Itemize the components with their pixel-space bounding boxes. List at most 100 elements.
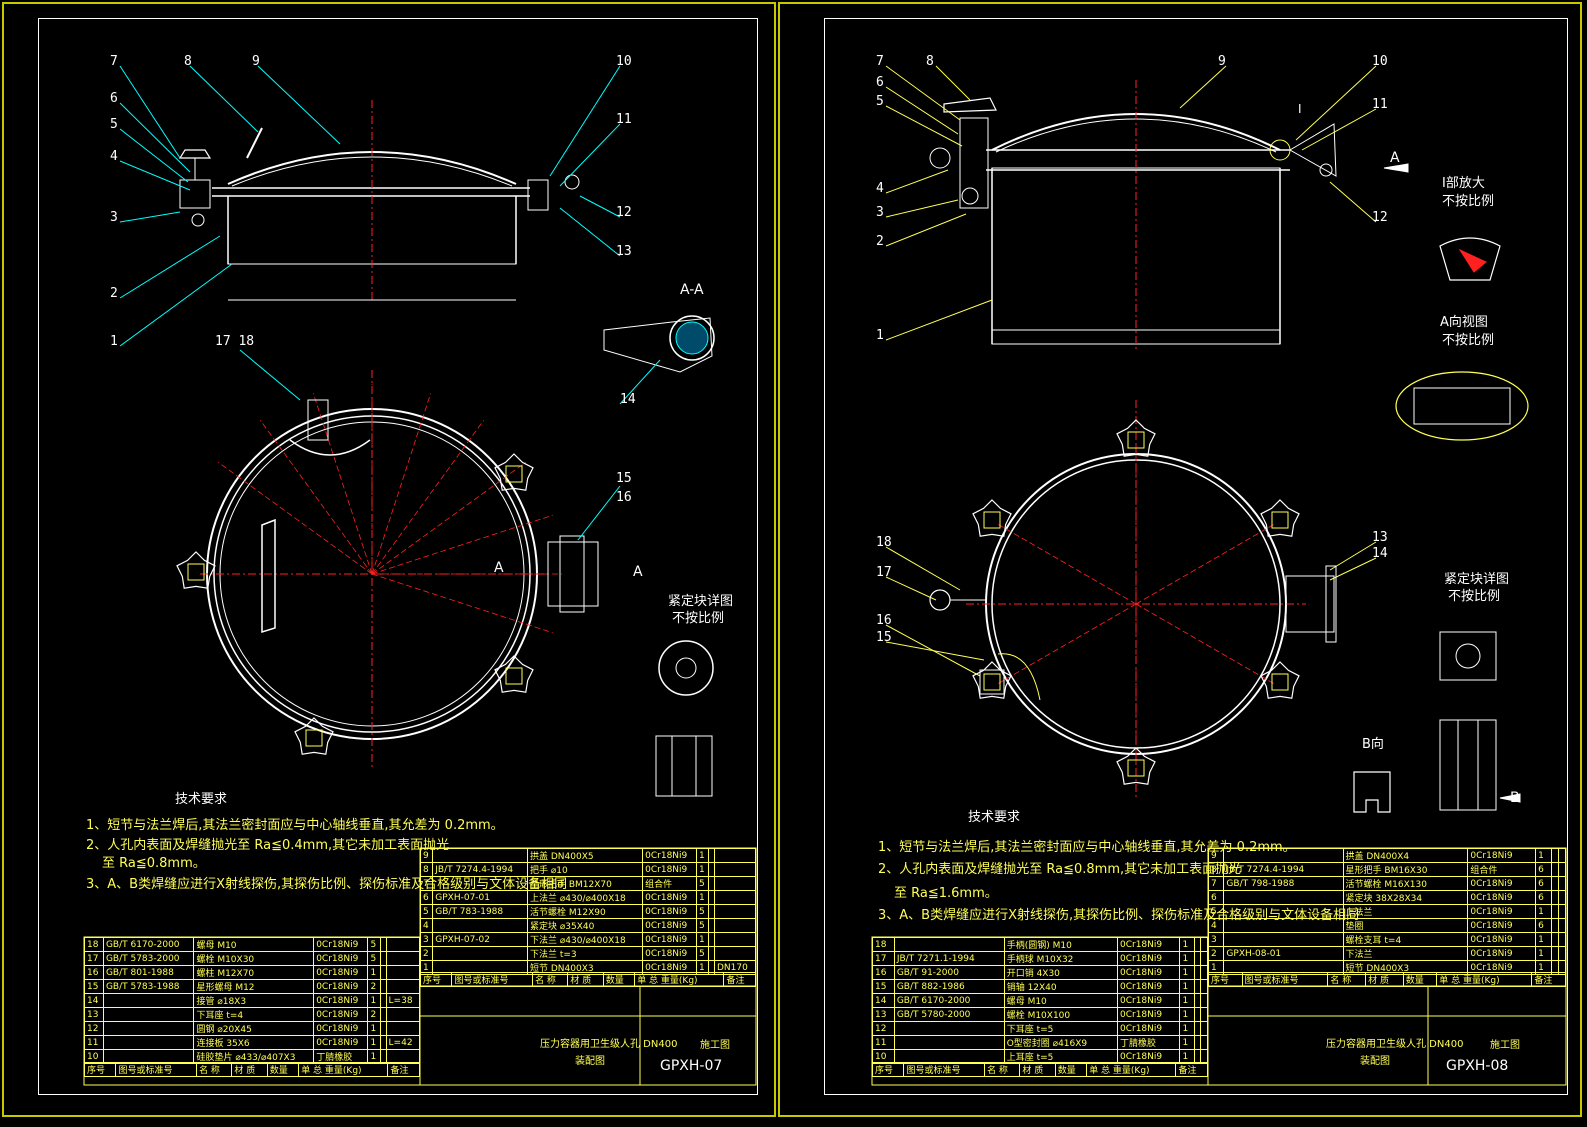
left-req-line-1: 1、短节与法兰焊后,其法兰密封面应与中心轴线垂直,其允差为 0.2mm。 xyxy=(86,818,504,833)
bom-header-cell: 单 总 重量(Kg) xyxy=(298,1062,389,1077)
right-star-handle xyxy=(972,499,1012,537)
right-arrow-b xyxy=(1499,793,1521,803)
part-balloon: 8 xyxy=(184,54,192,69)
right-radial-line xyxy=(1135,523,1275,605)
bom-cell: 8 xyxy=(1207,862,1225,877)
bom-cell: 0Cr18Ni9 xyxy=(1467,904,1537,919)
bom-cell xyxy=(1200,965,1208,980)
bom-cell xyxy=(432,876,528,891)
bom-cell: 1 xyxy=(1179,1021,1195,1036)
right-star-handle xyxy=(1116,419,1156,457)
bom-cell: 螺母 M10 xyxy=(193,937,315,952)
bom-cell xyxy=(713,848,757,863)
right-leader xyxy=(1295,65,1377,141)
part-balloon: 5 xyxy=(110,117,118,132)
bom-header-cell: 数量 xyxy=(1402,972,1438,987)
right-leader xyxy=(885,299,993,341)
part-balloon: 7 xyxy=(876,54,884,69)
bom-cell: 6 xyxy=(1207,890,1225,905)
part-balloon: 15 xyxy=(876,630,892,645)
bom-cell: 6 xyxy=(419,890,434,905)
bom-cell: 开口销 4X30 xyxy=(1003,965,1118,980)
right-star-handle-core xyxy=(1127,759,1145,777)
bom-cell: 手柄球 M10X32 xyxy=(1003,951,1118,966)
left-leader xyxy=(579,195,621,218)
bom-cell: GB/T 5783-2000 xyxy=(102,951,195,966)
bom-cell: 拱盖 DN400X4 xyxy=(1342,848,1469,863)
left-star-handle xyxy=(494,453,534,491)
bom-cell: 11 xyxy=(84,1035,104,1050)
bom-cell: GB/T 91-2000 xyxy=(893,965,1005,980)
bom-cell xyxy=(713,946,757,961)
bom-header-cell: 序号 xyxy=(419,972,453,987)
bom-header-cell: 备注 xyxy=(723,972,756,987)
bom-cell: 0Cr18Ni9 xyxy=(642,946,697,961)
left-leader xyxy=(119,211,181,223)
right-radial-line xyxy=(997,523,1137,605)
bom-cell: 1 xyxy=(1179,1035,1195,1050)
bom-cell: 6 xyxy=(1535,890,1552,905)
part-balloon: 13 xyxy=(1372,530,1388,545)
bom-cell: 0Cr18Ni9 xyxy=(1116,937,1181,952)
bom-cell xyxy=(1223,932,1344,947)
bom-cell: 2 xyxy=(419,946,434,961)
bom-cell xyxy=(1557,890,1567,905)
right-leader xyxy=(885,641,985,661)
bom-cell xyxy=(385,979,421,994)
bom-cell xyxy=(893,1035,1005,1050)
right-star-handle-core xyxy=(1271,673,1289,691)
right-latch xyxy=(979,669,1005,695)
left-detail-section xyxy=(655,735,713,797)
right-bom-header: 序号图号或标准号名 称材 质数量单 总 重量(Kg)备注 xyxy=(1208,972,1566,987)
left-title-name: 压力容器用卫生级人孔 DN400 xyxy=(540,1039,678,1050)
bom-cell: 12 xyxy=(872,1021,895,1036)
bom-cell: GPXH-07-02 xyxy=(432,932,528,947)
bom-cell: 5 xyxy=(695,918,710,933)
bom-header-cell: 备注 xyxy=(1175,1062,1208,1077)
bom-header-cell: 备注 xyxy=(387,1062,420,1077)
right-drawing-border xyxy=(824,18,1568,1095)
bom-cell xyxy=(432,848,528,863)
bom-cell xyxy=(385,937,421,952)
bom-cell: 5 xyxy=(419,904,434,919)
bom-cell xyxy=(713,904,757,919)
left-radial-line xyxy=(371,514,553,575)
right-view-label-detail-i: I部放大 xyxy=(1442,176,1485,191)
bom-cell: 下耳座 t=4 xyxy=(193,1007,315,1022)
bom-cell: 星形把手 BM16X30 xyxy=(1342,862,1469,877)
part-balloon: 10 xyxy=(1372,54,1388,69)
bom-cell: 6 xyxy=(1535,876,1552,891)
bom-cell: 9 xyxy=(1207,848,1225,863)
bom-cell: 12 xyxy=(84,1021,104,1036)
bom-cell: 0Cr18Ni9 xyxy=(1116,1021,1181,1036)
right-arrow-a xyxy=(1383,163,1409,173)
bom-cell: 0Cr18Ni9 xyxy=(1467,890,1537,905)
bom-cell: 16 xyxy=(84,965,104,980)
bom-cell: 3 xyxy=(1207,932,1225,947)
left-arrow-label-a2: A xyxy=(633,564,643,580)
bom-cell xyxy=(1223,890,1344,905)
left-detail-hole xyxy=(671,735,697,797)
bom-cell xyxy=(1550,918,1559,933)
bom-cell: 星形螺母 M12 xyxy=(193,979,315,994)
bom-cell xyxy=(1223,904,1344,919)
part-balloon: 7 xyxy=(110,54,118,69)
bom-cell: 下法兰 t=3 xyxy=(526,946,644,961)
part-balloon: 1 xyxy=(110,334,118,349)
right-block-section xyxy=(1439,719,1497,811)
right-star-handle-core xyxy=(1127,431,1145,449)
left-star-handle-core xyxy=(505,465,523,483)
bom-header-cell: 名 称 xyxy=(532,972,569,987)
part-balloon: 16 xyxy=(616,490,632,505)
right-star-handle xyxy=(1260,661,1300,699)
part-balloon: 17 18 xyxy=(215,334,255,349)
